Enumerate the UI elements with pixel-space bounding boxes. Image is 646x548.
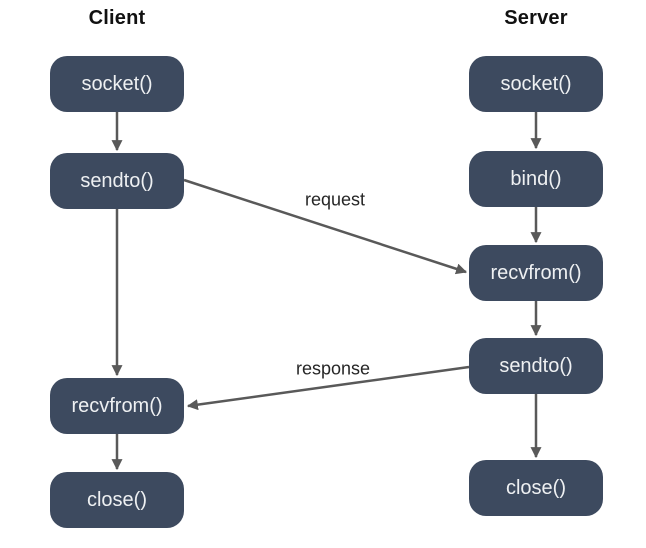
node-server-recvfrom: recvfrom() (469, 245, 603, 301)
node-client-sendto: sendto() (50, 153, 184, 209)
arrow-request-client-sendto-to-server-recvfrom (183, 178, 468, 275)
request-edge-label: request (304, 189, 366, 210)
node-client-socket: socket() (50, 56, 184, 112)
node-server-socket: socket() (469, 56, 603, 112)
client-column-heading: Client (88, 7, 146, 29)
node-server-bind: bind() (469, 151, 603, 207)
arrow-response-server-sendto-to-client-recvfrom (186, 365, 470, 411)
node-server-sendto: sendto() (469, 338, 603, 394)
node-server-close: close() (469, 460, 603, 516)
node-client-recvfrom: recvfrom() (50, 378, 184, 434)
server-column-heading: Server (504, 7, 568, 29)
node-client-close: close() (50, 472, 184, 528)
response-edge-label: response (295, 358, 371, 379)
